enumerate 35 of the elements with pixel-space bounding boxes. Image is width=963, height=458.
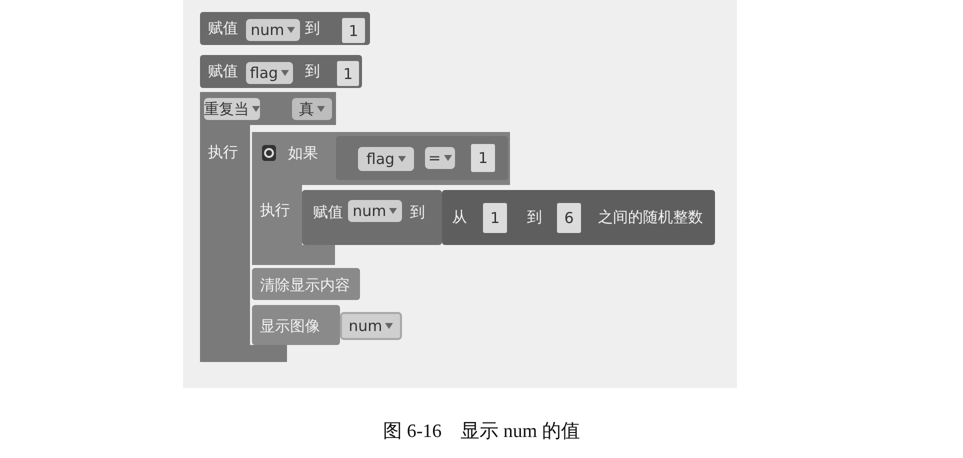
dropdown-field: = bbox=[425, 147, 455, 169]
number-field: 1 bbox=[471, 144, 495, 172]
block-label: 如果 bbox=[288, 143, 318, 163]
random-integer-block bbox=[442, 190, 715, 245]
number-field: 6 bbox=[557, 203, 581, 233]
dropdown-field: 重复当 bbox=[204, 98, 260, 120]
block-label: 赋值 bbox=[208, 61, 238, 81]
dropdown-field: flag bbox=[358, 147, 414, 171]
block-label: 从 bbox=[452, 207, 467, 227]
block-label: 之间的随机整数 bbox=[598, 207, 703, 227]
clear-display-block bbox=[252, 268, 360, 300]
dropdown-field: 真 bbox=[292, 98, 332, 120]
number-field: 1 bbox=[337, 61, 359, 86]
show-image-block bbox=[252, 305, 340, 345]
block-label: 执行 bbox=[260, 200, 290, 220]
assign-block bbox=[200, 12, 370, 45]
block-label: 到 bbox=[410, 202, 425, 222]
figure-caption: 图 6-16 显示 num 的值 bbox=[382, 420, 581, 444]
dropdown-field: flag bbox=[246, 62, 293, 84]
block-label: 到 bbox=[527, 207, 542, 227]
number-field: 1 bbox=[483, 203, 507, 233]
dropdown-field: num bbox=[348, 200, 402, 222]
block-label: 清除显示内容 bbox=[260, 275, 350, 295]
block-label: 赋值 bbox=[313, 202, 343, 222]
compare-block bbox=[336, 136, 508, 180]
assign-block bbox=[302, 190, 442, 245]
block-label: 赋值 bbox=[208, 18, 238, 38]
block-label: 执行 bbox=[208, 142, 238, 162]
dropdown-field: num bbox=[340, 312, 402, 340]
assign-block bbox=[200, 55, 362, 88]
number-field: 1 bbox=[342, 18, 365, 43]
block-label: 到 bbox=[305, 18, 320, 38]
block-label: 到 bbox=[305, 61, 320, 81]
dropdown-field: num bbox=[246, 19, 300, 41]
block-label: 显示图像 bbox=[260, 316, 320, 336]
